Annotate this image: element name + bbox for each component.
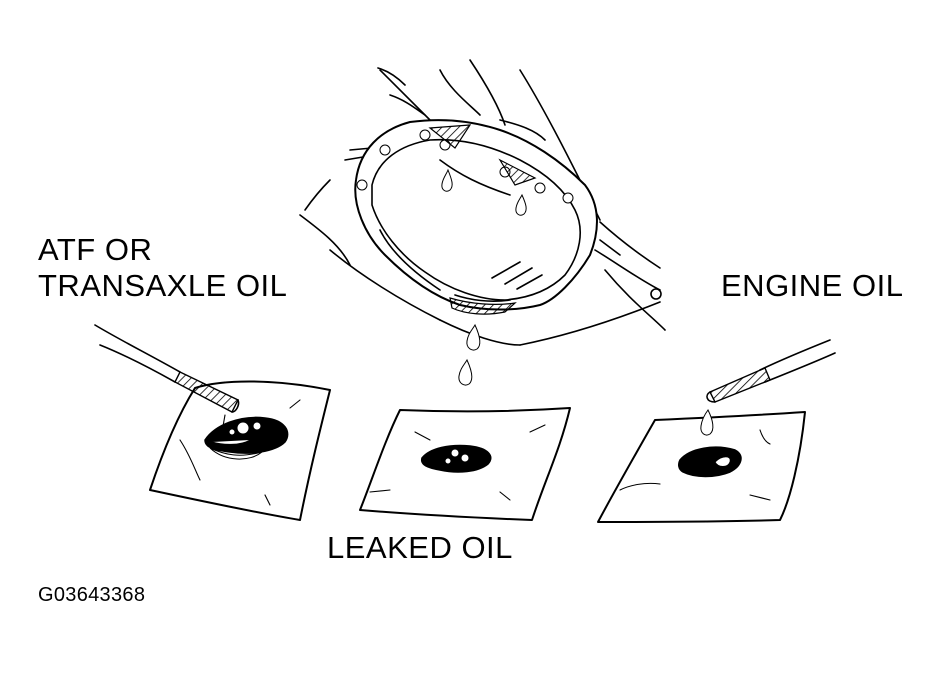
label-atf-line2: TRANSAXLE OIL bbox=[38, 268, 288, 303]
figure-code: G03643368 bbox=[38, 584, 146, 606]
label-atf-line1: ATF OR bbox=[38, 232, 153, 267]
oil-drip-icon bbox=[441, 168, 527, 386]
absorbent-paper-engine bbox=[597, 411, 806, 523]
absorbent-paper-atf bbox=[149, 380, 331, 521]
dipstick-icon-left bbox=[94, 324, 240, 413]
engine-block-lines bbox=[299, 59, 666, 346]
label-leaked-oil: LEAKED OIL bbox=[327, 530, 513, 565]
dipstick-icon-right bbox=[700, 339, 836, 436]
label-engine-oil: ENGINE OIL bbox=[721, 268, 904, 303]
oil-pan bbox=[354, 119, 598, 315]
absorbent-paper-leaked bbox=[359, 407, 571, 521]
